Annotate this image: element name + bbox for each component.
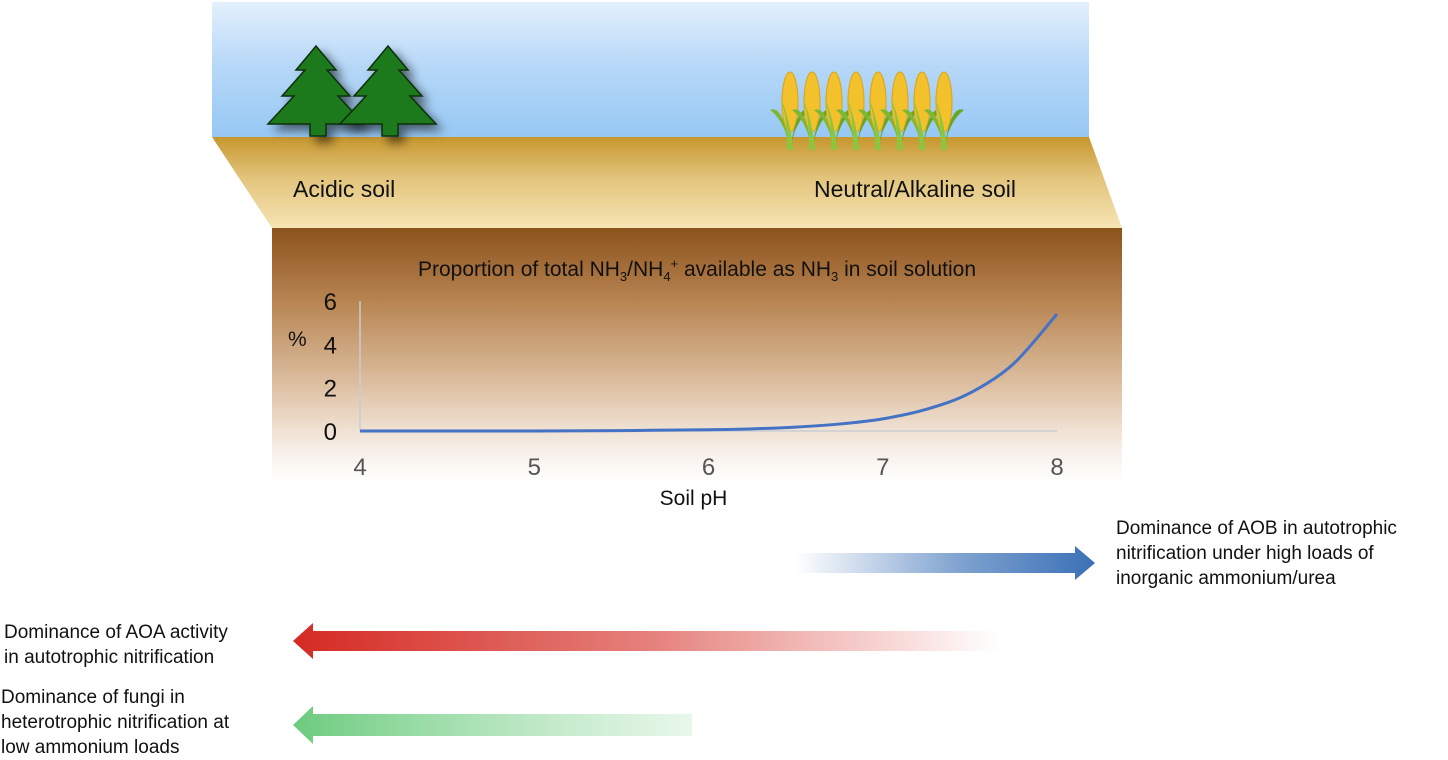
aob-arrow — [795, 546, 1095, 580]
aoa-arrow — [293, 623, 1000, 659]
topsoil-surface — [212, 137, 1122, 228]
fungi-arrow — [293, 706, 692, 744]
y-tick-label: 6 — [324, 289, 337, 316]
subsoil-chart-background — [272, 228, 1122, 482]
nh3-proportion-line — [360, 313, 1059, 433]
aob-description: Dominance of AOB in autotrophic nitrific… — [1116, 518, 1397, 589]
x-tick-label: 5 — [528, 454, 541, 481]
acidic-soil-label: Acidic soil — [293, 176, 396, 202]
x-tick-label: 8 — [1050, 454, 1063, 481]
corn-plant-icon — [836, 71, 876, 152]
y-axis-label: % — [288, 328, 307, 351]
y-tick-label: 0 — [324, 419, 337, 446]
fungi-description: Dominance of fungi in heterotrophic nitr… — [1, 687, 230, 758]
pine-tree-icon — [266, 44, 366, 137]
x-tick-label: 4 — [353, 454, 366, 481]
x-axis-label: Soil pH — [660, 487, 728, 510]
pine-tree-icon — [338, 44, 438, 137]
x-tick-label: 6 — [702, 454, 715, 481]
corn-plant-icon — [880, 71, 920, 152]
y-tick-label: 4 — [324, 332, 337, 359]
corn-plant-icon — [924, 71, 964, 152]
chart-title: Proportion of total NH3/NH4+ available a… — [417, 256, 977, 285]
corn-plant-icon — [770, 71, 810, 152]
y-tick-label: 2 — [324, 376, 337, 403]
x-tick-label: 7 — [876, 454, 889, 481]
alkaline-soil-label: Neutral/Alkaline soil — [814, 176, 1016, 202]
aoa-description: Dominance of AOA activity in autotrophic… — [4, 622, 228, 668]
